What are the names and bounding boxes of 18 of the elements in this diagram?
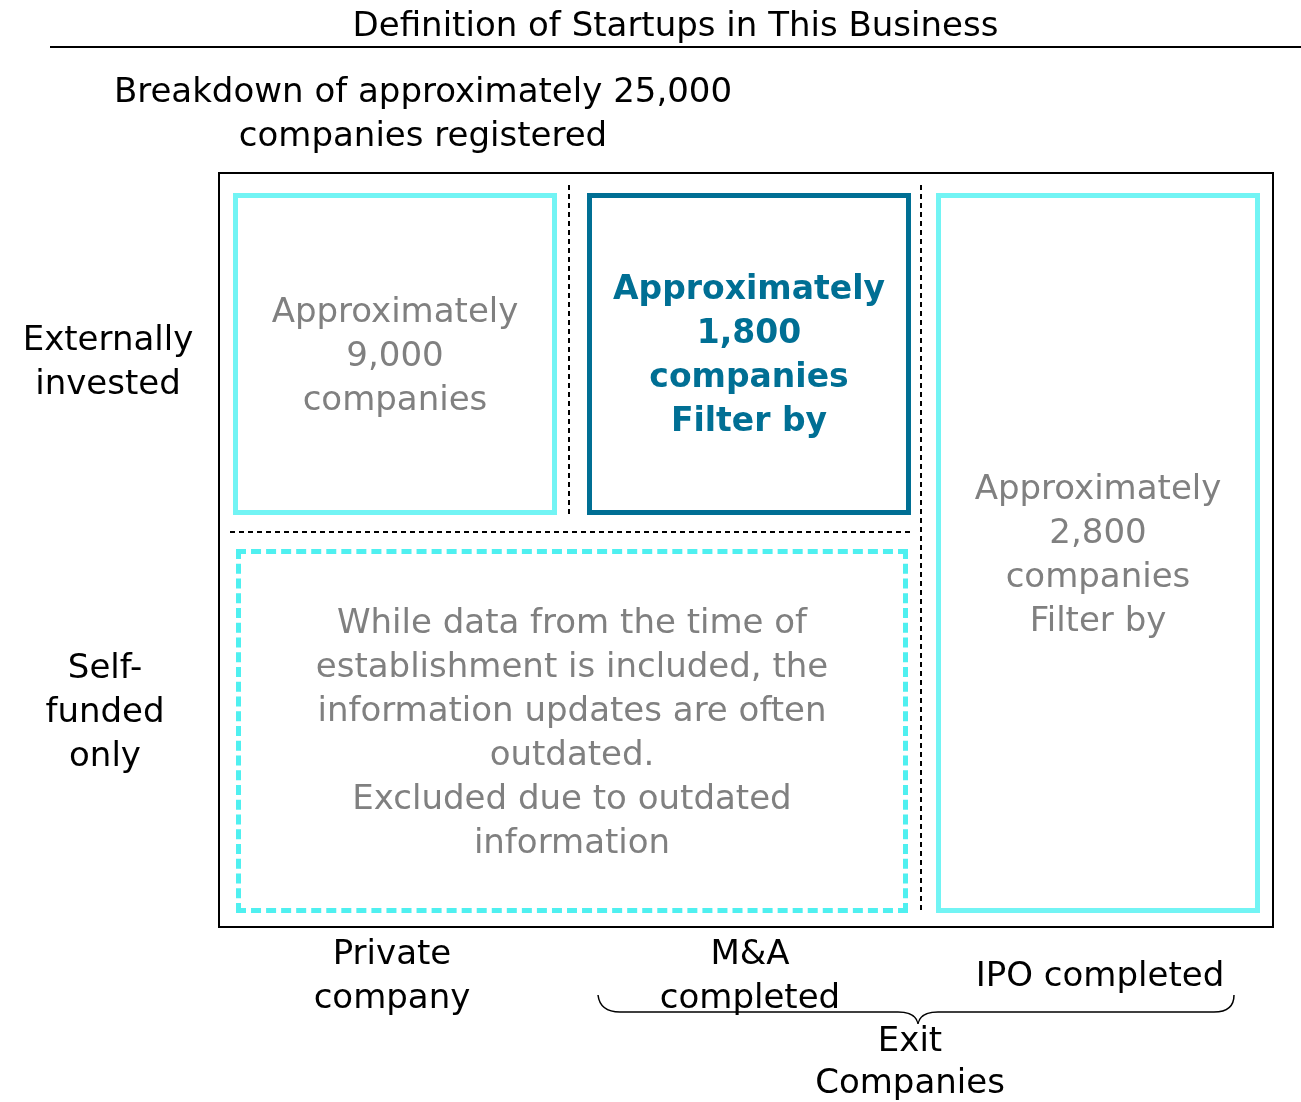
axis-label: M&A completed [658, 931, 842, 1018]
title: Definition of Startups in This Business [351, 3, 1000, 46]
box-text: Approximately 9,000 companies [270, 289, 520, 420]
axis-label: IPO completed [974, 953, 1226, 996]
box-text: Excluded due to outdated information [351, 776, 793, 863]
category-box [936, 193, 1260, 913]
axis-label: Externally invested [21, 317, 195, 404]
axis-label: Private company [312, 931, 472, 1018]
excluded-box [236, 549, 908, 913]
axis-label: Exit Companies [814, 1018, 1006, 1102]
subtitle: Breakdown of approximately 25,000 companies registered [112, 69, 734, 156]
highlighted-box [587, 193, 911, 515]
box-text: Approximately 1,800 companies Filter by [612, 267, 886, 441]
outer-frame [218, 172, 1274, 928]
box-text: While data from the time of establishment is included, the information updates are often outdated. [314, 600, 830, 775]
category-box [233, 193, 557, 515]
axis-label: Self-funded only [44, 645, 166, 776]
box-text: Approximately 2,800 companies Filter by [973, 466, 1223, 641]
